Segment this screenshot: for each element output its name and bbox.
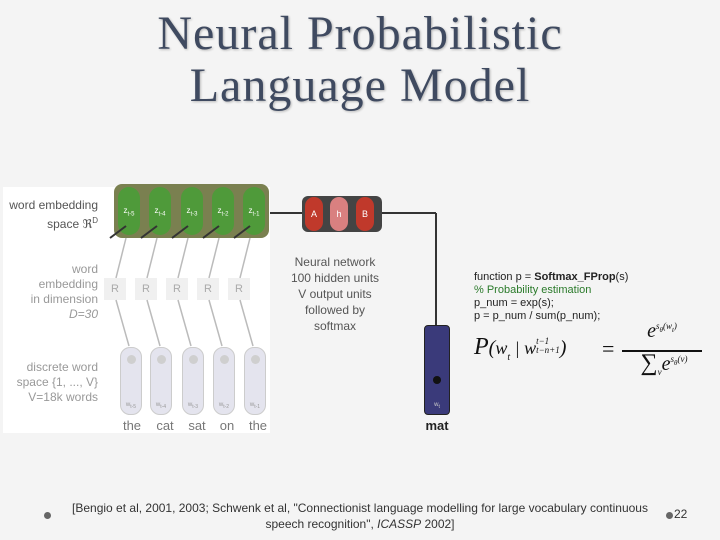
- embedding-unit: zt-5: [118, 187, 140, 235]
- embedding-unit: zt-3: [181, 187, 203, 235]
- bullet-dot: [666, 512, 673, 519]
- embedding-unit: zt-1: [243, 187, 265, 235]
- formula-fraction-bar: [622, 350, 702, 352]
- output-word-dot: [433, 376, 441, 384]
- formula-denominator: ∑vesθ(v): [640, 350, 688, 377]
- nn-desc-4: followed by: [304, 303, 366, 317]
- label-embedding-dim-2: embedding: [38, 277, 98, 291]
- embedding-unit: zt-4: [149, 187, 171, 235]
- label-embedding-dim-4: D=30: [68, 307, 98, 321]
- citation-line-2: speech recognition", ICASSP 2002]: [265, 517, 455, 531]
- label-embedding-space-text: word embedding space ℜ: [9, 198, 98, 231]
- input-word-dot: [251, 355, 260, 364]
- slide-title-line1: Neural Probabilistic: [157, 7, 563, 60]
- formula-numerator: esθ(wt): [647, 320, 677, 342]
- code-line-4: p = p_num / sum(p_num);: [474, 310, 601, 322]
- slide-title-line2: Language Model: [189, 59, 531, 112]
- slide-title: Neural Probabilistic Language Model: [0, 8, 720, 112]
- label-discrete-2: space {1, ..., V}: [16, 375, 98, 389]
- input-word-dot: [220, 355, 229, 364]
- output-word: mat: [425, 418, 449, 433]
- label-discrete-1: discrete word: [26, 360, 98, 374]
- context-word: the: [122, 418, 142, 433]
- label-embedding-space-sup: D: [92, 216, 98, 225]
- context-word: the: [248, 418, 268, 433]
- label-embedding-dimension: word embedding in dimension D=30: [4, 262, 98, 322]
- neural-network-description: Neural network 100 hidden units V output…: [282, 254, 388, 334]
- context-word: cat: [156, 418, 174, 433]
- input-word-dot: [127, 355, 136, 364]
- input-word-label: wt-3: [187, 402, 199, 411]
- input-word-unit: wt-5: [120, 347, 142, 415]
- context-word: sat: [188, 418, 206, 433]
- nn-desc-5: softmax: [313, 319, 356, 333]
- projection-matrix-r: R: [228, 278, 250, 300]
- embedding-unit: zt-2: [212, 187, 234, 235]
- code-line-2: % Probability estimation: [474, 284, 592, 296]
- input-word-unit: wt-1: [244, 347, 266, 415]
- input-word-unit: wt-4: [150, 347, 172, 415]
- citation-line-1: [Bengio et al, 2001, 2003; Schwenk et al…: [72, 501, 648, 515]
- bullet-dot: [44, 512, 51, 519]
- input-word-label: wt-2: [218, 402, 230, 411]
- input-word-unit: wt-3: [182, 347, 204, 415]
- input-word-dot: [157, 355, 166, 364]
- projection-matrix-r: R: [104, 278, 126, 300]
- label-embedding-dim-3: in dimension: [30, 292, 98, 306]
- code-line-3: p_num = exp(s);: [474, 297, 554, 309]
- label-embedding-dim-1: word: [71, 262, 98, 276]
- softmax-code: function p = Softmax_FProp(s) % Probabil…: [474, 271, 664, 323]
- formula-equals: =: [602, 336, 615, 361]
- projection-matrix-r: R: [166, 278, 188, 300]
- output-word-label: wt: [434, 402, 440, 411]
- nn-desc-1: Neural network: [294, 255, 376, 269]
- context-word: on: [219, 418, 235, 433]
- label-embedding-space: word embedding space ℜD: [4, 198, 98, 232]
- nn-desc-2: 100 hidden units: [290, 271, 380, 285]
- citation: [Bengio et al, 2001, 2003; Schwenk et al…: [60, 500, 660, 532]
- output-word-unit: wt: [424, 325, 450, 415]
- projection-matrix-r: R: [135, 278, 157, 300]
- code-line-1: function p = Softmax_FProp(s): [474, 271, 629, 283]
- label-discrete-space: discrete word space {1, ..., V} V=18k wo…: [4, 360, 98, 405]
- hidden-unit-b: B: [356, 197, 374, 231]
- hidden-unit-h: h: [330, 197, 348, 231]
- page-number: 22: [674, 507, 688, 521]
- label-discrete-3: V=18k words: [28, 390, 98, 404]
- input-word-dot: [189, 355, 198, 364]
- hidden-unit-a: A: [305, 197, 323, 231]
- projection-matrix-r: R: [197, 278, 219, 300]
- input-word-label: wt-1: [249, 402, 261, 411]
- nn-desc-3: V output units: [298, 287, 372, 301]
- input-word-label: wt-4: [155, 402, 167, 411]
- input-word-label: wt-5: [125, 402, 137, 411]
- input-word-unit: wt-2: [213, 347, 235, 415]
